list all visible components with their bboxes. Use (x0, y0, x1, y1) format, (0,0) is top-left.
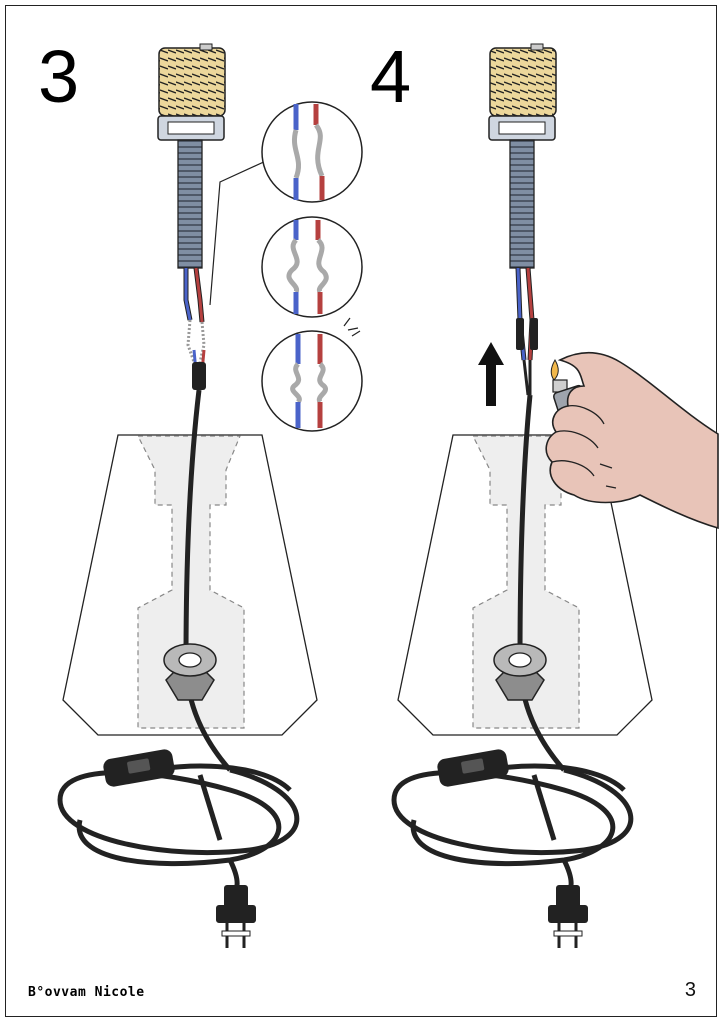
wires-icon (515, 267, 538, 396)
detail-circle-twisted-strands (261, 216, 363, 318)
callout-line (209, 159, 269, 306)
lamp-socket-icon (157, 43, 226, 269)
switch-icon (103, 749, 175, 787)
plug-icon (548, 885, 588, 948)
page-number: 3 (684, 979, 696, 1001)
cable-icon (517, 394, 566, 772)
detail-circle-joined-wires (261, 317, 363, 432)
washer-nut-icon (493, 643, 547, 701)
brand-logo: B°ovvam Nicole (28, 985, 145, 1000)
cable-icon (183, 389, 232, 772)
step-number-3: 3 (38, 35, 80, 118)
switch-icon (437, 749, 509, 787)
hand-icon (545, 351, 719, 530)
coiled-cord-icon (391, 763, 634, 891)
washer-nut-icon (163, 643, 217, 701)
arrow-up-icon (478, 342, 504, 406)
plug-icon (216, 885, 256, 948)
lamp-socket-icon (488, 43, 557, 269)
detail-circle-separated-strands (261, 101, 363, 203)
wires-icon (183, 267, 206, 390)
step-3-illustration (57, 43, 363, 948)
coiled-cord-icon (57, 763, 300, 891)
step-number-4: 4 (370, 35, 412, 118)
step-4-illustration (391, 43, 719, 948)
